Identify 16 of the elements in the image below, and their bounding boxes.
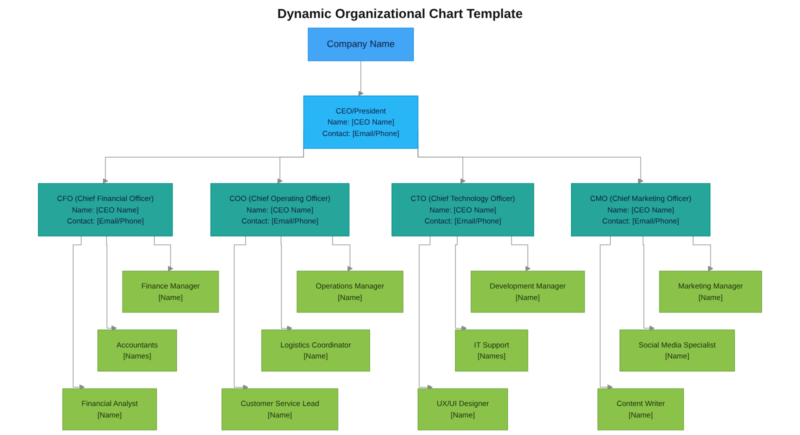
arrow (511, 236, 531, 272)
arrow (72, 236, 85, 390)
arrow (280, 236, 292, 332)
arrow (418, 236, 433, 390)
node-box: Company Name (308, 28, 414, 62)
arrow (154, 236, 174, 272)
arrow (277, 146, 304, 184)
chart-title: Dynamic Organizational Chart Template (277, 6, 523, 21)
arrow (332, 236, 353, 272)
arrow (234, 236, 248, 390)
arrow (106, 236, 117, 331)
arrow (600, 236, 613, 390)
arrow (358, 60, 364, 96)
arrow (455, 236, 467, 332)
arrow (692, 236, 714, 272)
arrow (642, 236, 655, 331)
